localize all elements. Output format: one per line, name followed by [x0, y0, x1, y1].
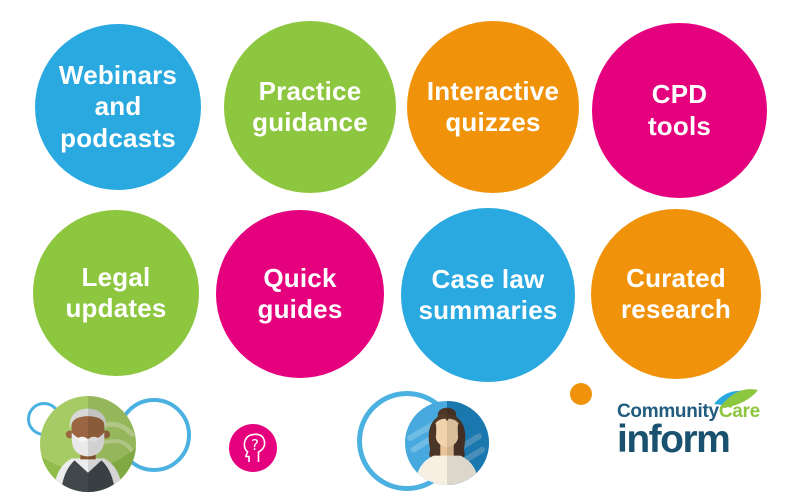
- woman-avatar: [405, 401, 489, 485]
- bubble-label: Case law summaries: [418, 263, 558, 325]
- bubble-quick-guides: Quick guides: [216, 210, 384, 378]
- decorative-orange-dot: [570, 383, 592, 405]
- head-question-icon: ?: [229, 424, 277, 472]
- older-man-avatar-graphic: [40, 396, 136, 492]
- bubble-legal-updates: Legal updates: [33, 210, 199, 376]
- bubble-label: CPD tools: [647, 79, 712, 141]
- bubble-practice-guidance: Practice guidance: [224, 21, 396, 193]
- bubble-curated-research: Curated research: [591, 209, 761, 379]
- bubble-interactive-quizzes: Interactive quizzes: [407, 21, 579, 193]
- bubble-label: Legal updates: [65, 261, 167, 323]
- woman-avatar-graphic: [405, 401, 489, 485]
- logo-swoosh-icon: [714, 389, 758, 408]
- logo-wordmark-line1: CommunityCare: [617, 389, 777, 425]
- logo-inform-text: inform: [617, 417, 731, 461]
- bubble-label: Quick guides: [257, 262, 343, 324]
- bubble-case-law-summaries: Case law summaries: [401, 208, 575, 382]
- bubble-label: Webinars and podcasts: [58, 60, 178, 153]
- older-man-avatar: [40, 396, 136, 492]
- head-question-icon-graphic: ?: [229, 424, 277, 472]
- bubble-label: Interactive quizzes: [426, 75, 560, 137]
- bubble-label: Curated research: [620, 262, 732, 324]
- logo-community-text: Community: [617, 401, 719, 422]
- bubble-webinars-podcasts: Webinars and podcasts: [35, 24, 201, 190]
- svg-text:?: ?: [251, 436, 259, 454]
- communitycare-inform-logo: CommunityCare inform: [617, 389, 777, 461]
- bubble-cpd-tools: CPD tools: [592, 23, 767, 198]
- bubble-label: Practice guidance: [252, 75, 368, 137]
